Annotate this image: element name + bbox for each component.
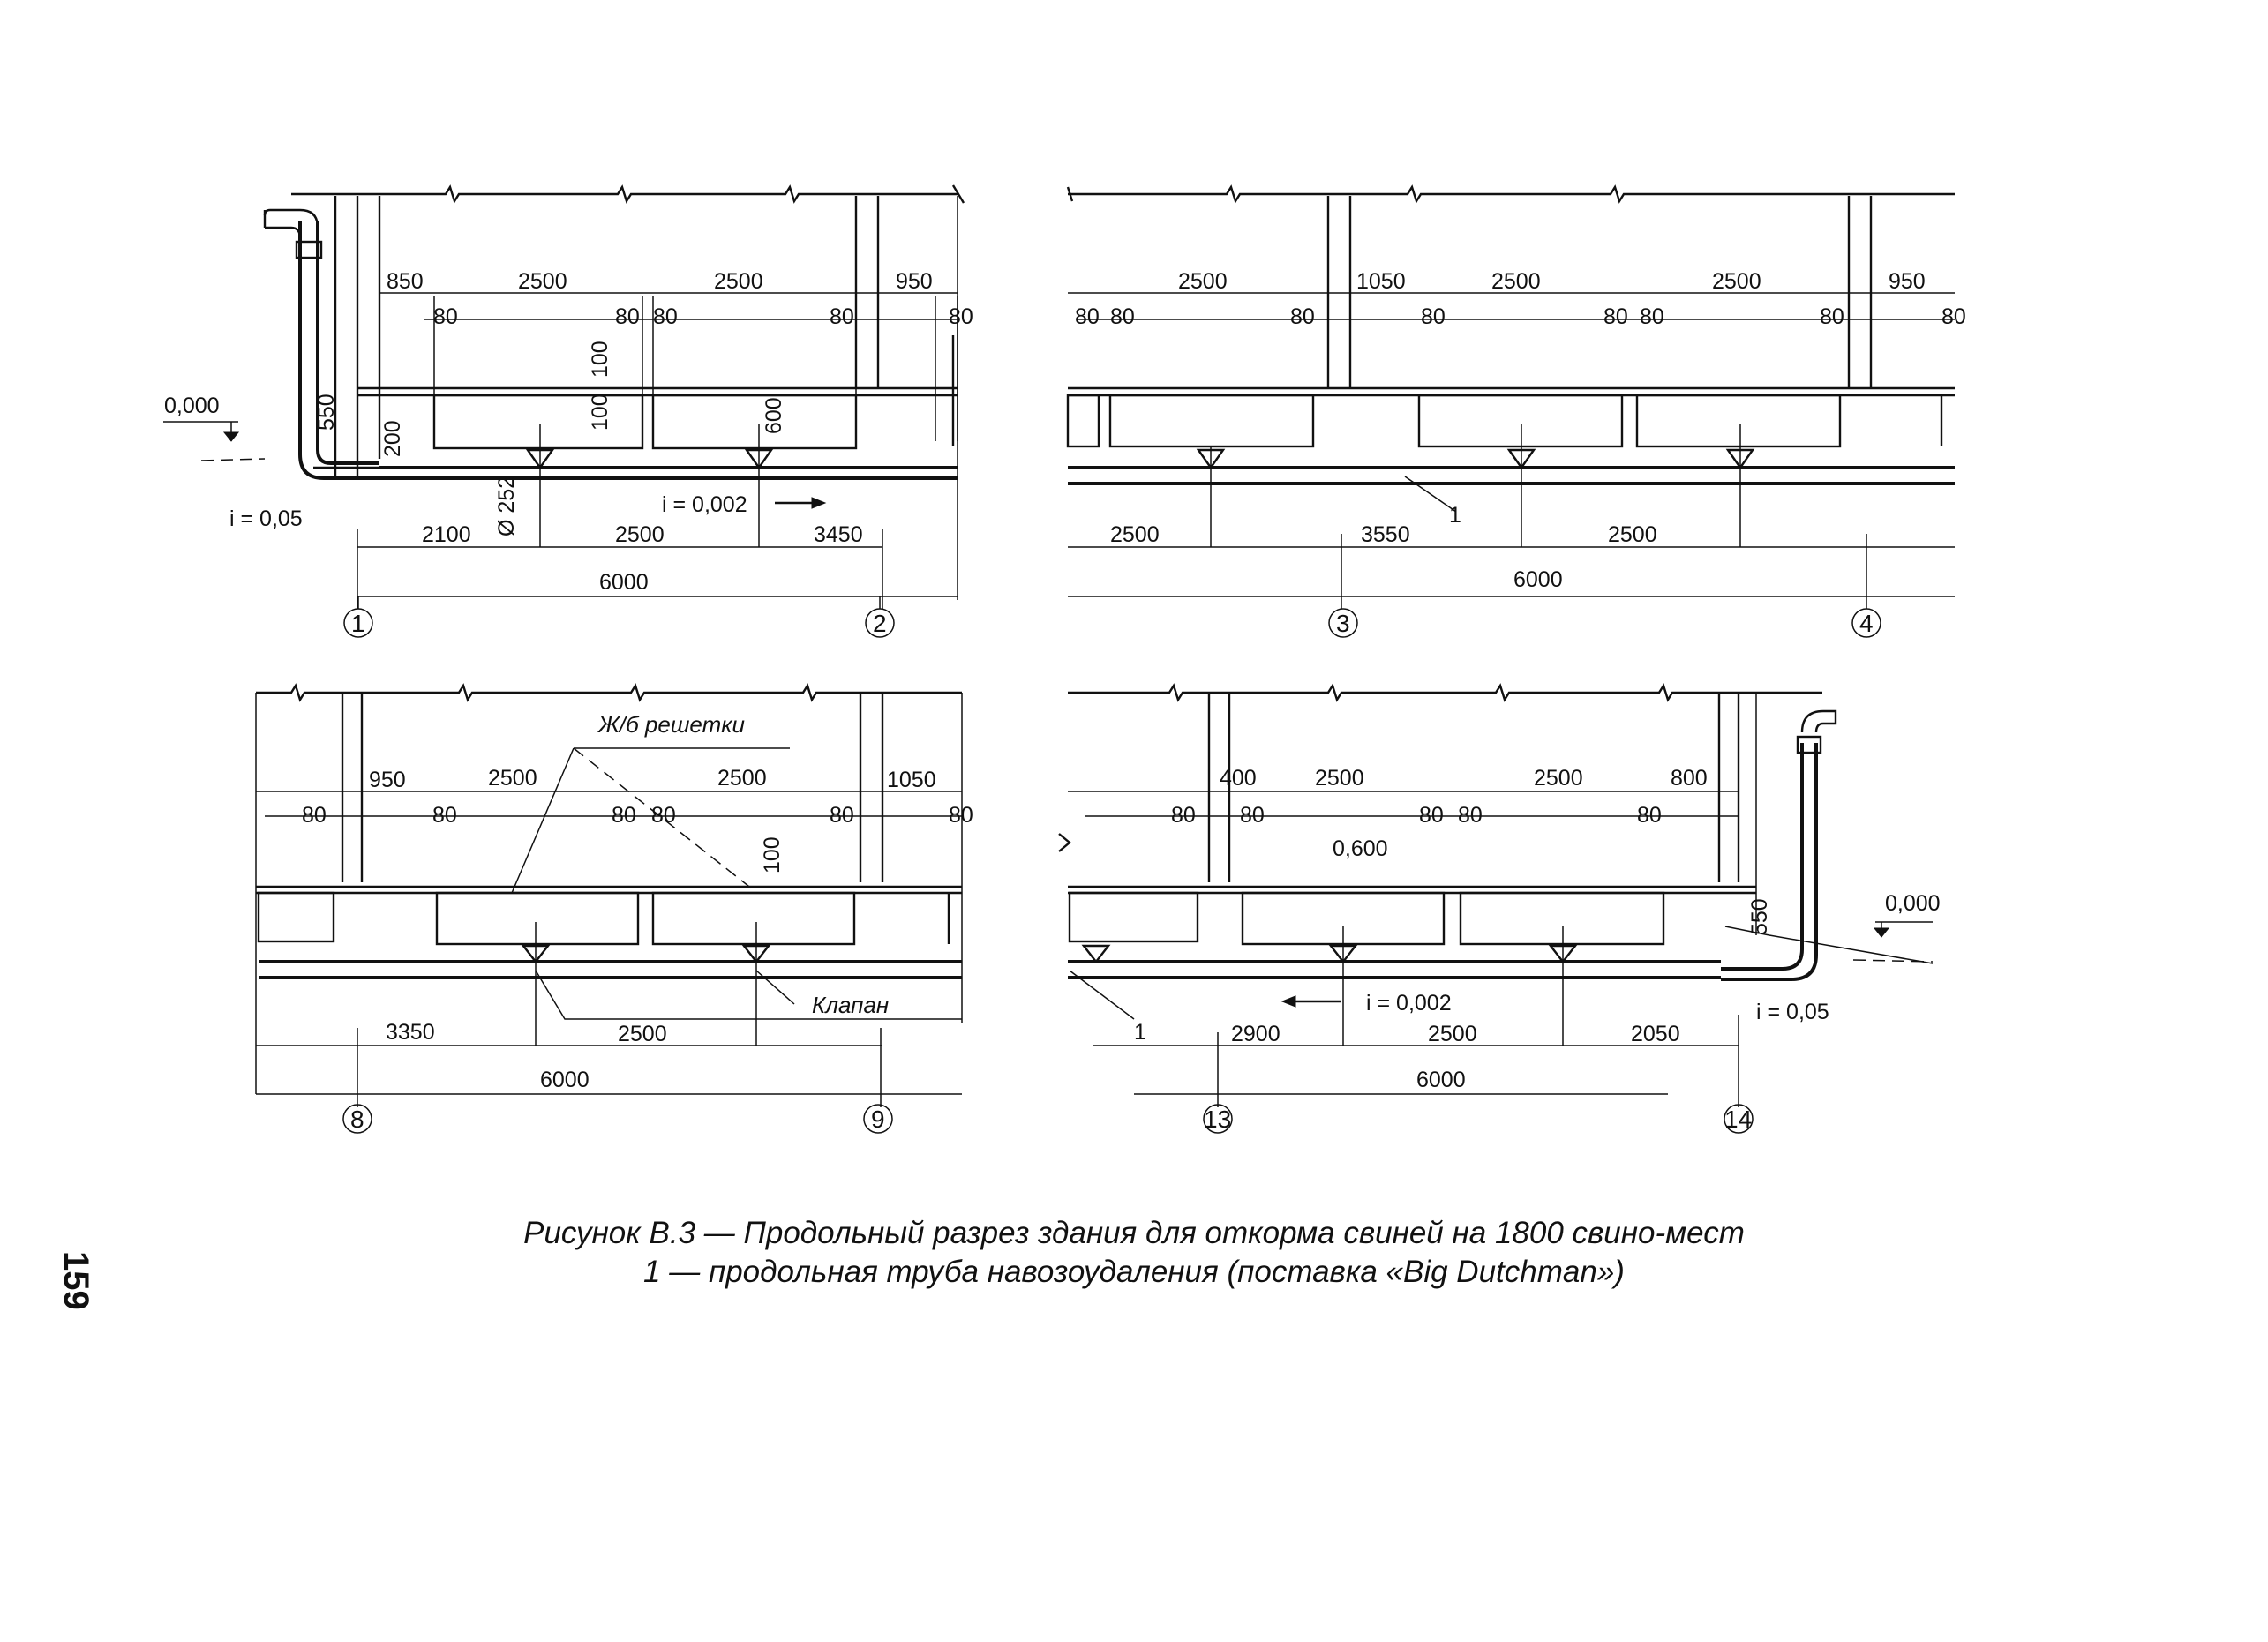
dim-vert-600: 600 [762,397,786,434]
dim-800: 800 [1671,766,1708,791]
panel-axes-13-14 [1058,683,1934,1134]
axis-1: 1 [351,610,365,637]
dim-2500: 2500 [714,269,763,294]
dim-2500: 2500 [1178,269,1228,294]
axis-4: 4 [1859,610,1874,637]
dim-80: 80 [1640,304,1664,329]
dim-80: 80 [1075,304,1100,329]
dim-6000: 6000 [540,1068,590,1092]
callout-1: 1 [1449,503,1461,528]
label-valve: Клапан [812,992,889,1018]
dim-80: 80 [1458,803,1483,828]
panel-axes-1-2 [163,184,965,638]
dim-1050: 1050 [1356,269,1406,294]
panel-2-labels: 2500 1050 2500 2500 950 80 80 80 80 80 8… [1075,269,1966,637]
dim-2500: 2500 [1428,1022,1477,1046]
dim-6000: 6000 [1513,567,1563,592]
dim-80: 80 [615,304,640,329]
panel-axes-3-4 [1066,184,1955,638]
dim-diameter-252: Ø 252 [494,476,519,536]
callout-1: 1 [1134,1020,1146,1045]
dim-2500: 2500 [488,766,537,791]
figure-legend: 1 — продольная труба навозоудаления (пос… [643,1255,1625,1289]
dim-950: 950 [1889,269,1926,294]
axis-9: 9 [871,1106,885,1133]
dim-2500: 2500 [615,522,665,547]
dim-80: 80 [830,803,854,828]
axis-14: 14 [1724,1106,1752,1133]
dim-2500: 2500 [518,269,567,294]
page-number: 159 [56,1251,95,1310]
panel-axes-8-9 [255,683,963,1134]
dim-2500: 2500 [1110,522,1160,547]
dim-950: 950 [369,768,406,792]
level-0000: 0,000 [164,394,220,418]
dim-2500: 2500 [1608,522,1657,547]
dim-6000: 6000 [599,570,649,595]
dim-80: 80 [433,304,458,329]
dim-80: 80 [432,803,457,828]
dim-2050: 2050 [1631,1022,1680,1046]
figure-caption: Рисунок В.3 — Продольный разрез здания д… [523,1216,1745,1250]
dim-vert-100: 100 [588,341,612,378]
level-0600: 0,600 [1333,836,1388,861]
dim-2500: 2500 [1315,766,1364,791]
panel-1-labels: 850 2500 2500 950 80 80 80 80 80 100 100… [164,269,973,637]
dim-2500: 2500 [1534,766,1583,791]
axis-13: 13 [1204,1106,1231,1133]
dim-80: 80 [830,304,854,329]
dim-3550: 3550 [1361,522,1410,547]
dim-vert-100: 100 [588,394,612,431]
dim-vert-100: 100 [760,836,785,873]
dim-80: 80 [1171,803,1196,828]
slope-005: i = 0,05 [229,506,303,531]
slope-005: i = 0,05 [1756,1000,1829,1024]
axis-2: 2 [873,610,887,637]
axis-3: 3 [1336,610,1350,637]
slope-0002: i = 0,002 [1366,991,1452,1016]
dim-80: 80 [949,304,973,329]
dim-80: 80 [949,803,973,828]
dim-80: 80 [1421,304,1446,329]
roof-line [291,184,958,204]
level-0000: 0,000 [1885,891,1941,916]
panel-3-labels: Ж/б решетки 950 2500 2500 1050 80 80 80 … [302,711,973,1133]
dim-vert-200: 200 [380,420,405,457]
dim-80: 80 [1820,304,1844,329]
dim-80: 80 [1240,803,1265,828]
dim-950: 950 [896,269,933,294]
dim-80: 80 [1290,304,1315,329]
dim-2500: 2500 [1712,269,1761,294]
dim-80: 80 [651,803,676,828]
panel-4-labels: 400 2500 2500 800 80 80 80 80 80 0,600 5… [1134,766,1941,1133]
dim-80: 80 [1419,803,1444,828]
dim-80: 80 [1941,304,1966,329]
dim-80: 80 [1603,304,1628,329]
axis-8: 8 [350,1106,364,1133]
dim-3450: 3450 [814,522,863,547]
dim-2100: 2100 [422,522,471,547]
dim-2500: 2500 [717,766,767,791]
dim-2500: 2500 [618,1022,667,1046]
dim-850: 850 [387,269,424,294]
dim-80: 80 [1637,803,1662,828]
dim-2900: 2900 [1231,1022,1280,1046]
dim-80: 80 [653,304,678,329]
dim-6000: 6000 [1416,1068,1466,1092]
dim-80: 80 [302,803,327,828]
dim-80: 80 [1110,304,1135,329]
slope-0002: i = 0,002 [662,492,747,517]
dim-1050: 1050 [887,768,936,792]
dim-vert-550: 550 [1747,898,1772,935]
dim-80: 80 [612,803,636,828]
dim-2500: 2500 [1491,269,1541,294]
dim-3350: 3350 [386,1020,435,1045]
dim-vert-550: 550 [314,394,339,431]
label-grates: Ж/б решетки [597,711,745,738]
dim-400: 400 [1220,766,1257,791]
